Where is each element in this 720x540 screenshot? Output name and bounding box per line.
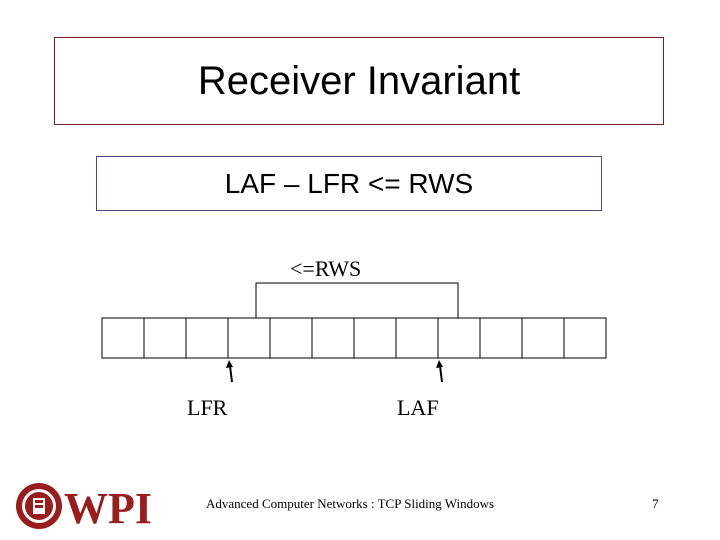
slide-title: Receiver Invariant [197,58,521,103]
frame-sequence [101,317,607,359]
pointer-arrowhead-lfr [226,360,233,368]
lfr-label: LFR [187,395,228,420]
frame-cell [437,317,481,359]
frame-cell [269,317,313,359]
frame-cell [479,317,523,359]
page-number: 7 [652,496,659,511]
laf-label: LAF [397,395,439,420]
frame-cell [101,317,145,359]
pointer-arrow-lfr [229,365,233,383]
frame-cell [227,317,271,359]
frame-cell [143,317,187,359]
pointer-arrow-laf [439,365,443,383]
wpi-wordmark: WPI [64,484,152,531]
footer-course-title: Advanced Computer Networks : TCP Sliding… [206,496,495,511]
formula-box: LAF – LFR <= RWS [96,156,602,211]
frame-cell [353,317,397,359]
wpi-seal-icon [16,483,62,529]
window-bracket [255,282,459,318]
frame-cell [185,317,229,359]
frame-cell [521,317,565,359]
frame-cell [563,317,607,359]
window-size-label: <=RWS [290,256,362,281]
frame-cell [311,317,355,359]
wpi-logo: WPI [16,483,152,531]
pointer-arrows [226,360,443,383]
frame-cell [395,317,439,359]
pointer-arrowhead-laf [436,360,443,368]
title-box: Receiver Invariant [54,37,664,125]
invariant-formula: LAF – LFR <= RWS [224,167,474,199]
